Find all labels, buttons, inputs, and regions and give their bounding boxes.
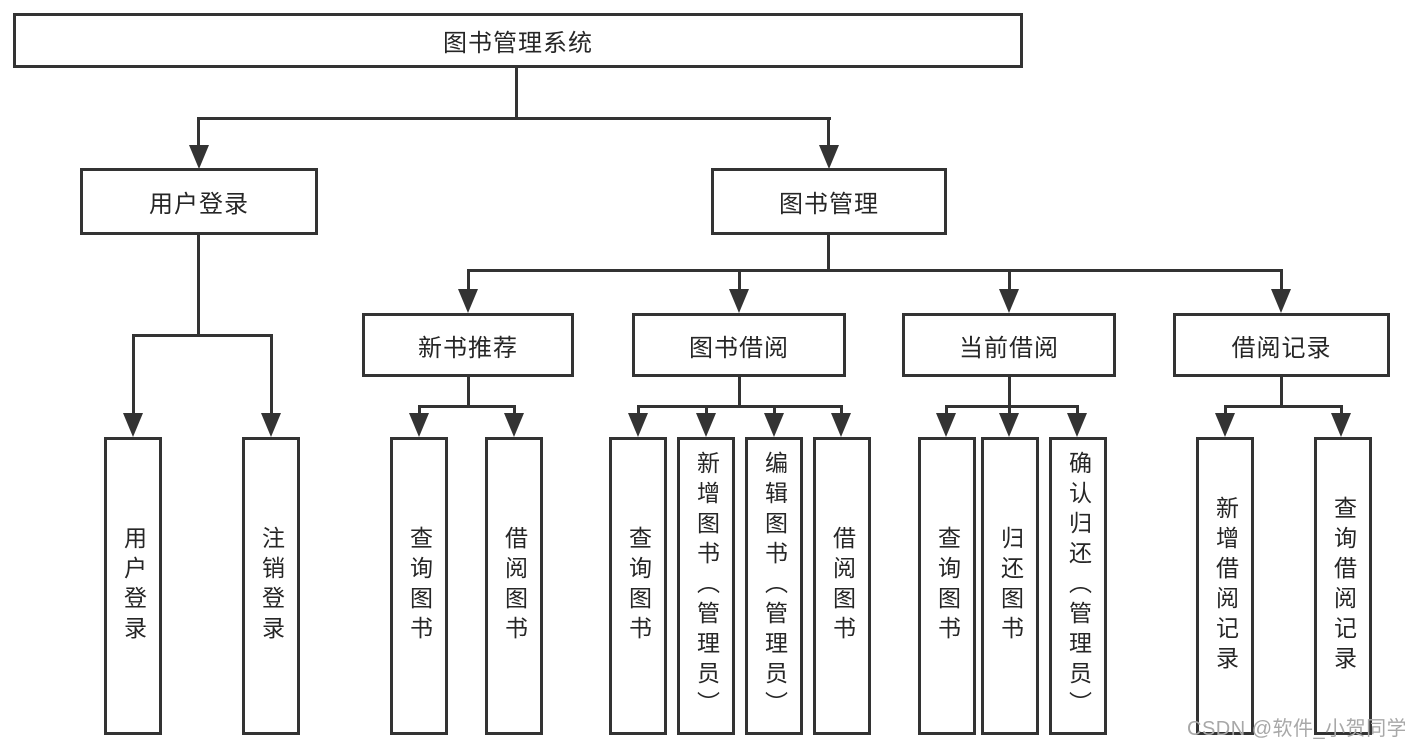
leaf-query-book: 查询图书 (390, 437, 448, 735)
connector-leaf-stem (773, 405, 776, 416)
connector-leaf-stem (418, 405, 421, 416)
leaf-edit-book-admin: 编辑图书（管理员） (745, 437, 803, 735)
connector-group-stub (738, 377, 741, 408)
arrow-down-icon (189, 145, 209, 169)
connector-leaf-stem (270, 334, 273, 415)
node-user-login: 用户登录 (80, 168, 318, 235)
arrow-down-icon (1271, 289, 1291, 313)
leaf-borrow-book: 借阅图书 (485, 437, 543, 735)
connector-user-login-stem (197, 117, 200, 148)
connector-leaf-stem (1340, 405, 1343, 416)
arrow-down-icon (819, 145, 839, 169)
node-book-management: 图书管理 (711, 168, 947, 235)
arrow-down-icon (729, 289, 749, 313)
connector-leaf-stem (945, 405, 948, 416)
leaf-query-book: 查询图书 (918, 437, 976, 735)
arrow-down-icon (261, 413, 281, 437)
connector-stem (467, 269, 470, 291)
arrow-down-icon (1067, 413, 1087, 437)
connector-stem (1008, 269, 1011, 291)
connector-book-mgmt-down (827, 235, 830, 272)
arrow-down-icon (1331, 413, 1351, 437)
csdn-watermark: CSDN @软件_小贺同学 (1187, 718, 1405, 740)
connector-leaf-stem (1224, 405, 1227, 416)
connector-user-login-down (197, 235, 200, 336)
arrow-down-icon (458, 289, 478, 313)
leaf-query-borrow-record: 查询借阅记录 (1314, 437, 1372, 735)
arrow-down-icon (1215, 413, 1235, 437)
connector-group-stub (1008, 377, 1011, 408)
node-borrow-records: 借阅记录 (1173, 313, 1390, 377)
leaf-borrow-book: 借阅图书 (813, 437, 871, 735)
arrow-down-icon (504, 413, 524, 437)
leaf-user-login: 用户登录 (104, 437, 162, 735)
arrow-down-icon (936, 413, 956, 437)
connector-book-mgmt-stem (827, 117, 830, 148)
connector-leaf-stem (1008, 405, 1011, 416)
connector-group-horizontal (637, 405, 843, 408)
connector-level1-horizontal (197, 117, 831, 120)
arrow-down-icon (628, 413, 648, 437)
connector-group-horizontal (1224, 405, 1343, 408)
connector-group-stub (1280, 377, 1283, 408)
connector-root-stub (515, 68, 518, 119)
connector-user-login-horizontal (132, 334, 273, 337)
connector-level3-horizontal (467, 269, 1282, 272)
connector-stem (1280, 269, 1283, 291)
node-book-borrow: 图书借阅 (632, 313, 846, 377)
leaf-add-borrow-record: 新增借阅记录 (1196, 437, 1254, 735)
connector-leaf-stem (132, 334, 135, 415)
leaf-confirm-return-admin: 确认归还（管理员） (1049, 437, 1107, 735)
leaf-return-book: 归还图书 (981, 437, 1039, 735)
connector-leaf-stem (637, 405, 640, 416)
arrow-down-icon (999, 413, 1019, 437)
leaf-query-book: 查询图书 (609, 437, 667, 735)
connector-leaf-stem (1076, 405, 1079, 416)
node-new-book-recommend: 新书推荐 (362, 313, 574, 377)
leaf-add-book-admin: 新增图书（管理员） (677, 437, 735, 735)
arrow-down-icon (999, 289, 1019, 313)
arrow-down-icon (409, 413, 429, 437)
connector-leaf-stem (513, 405, 516, 416)
connector-group-stub (467, 377, 470, 408)
node-current-borrow: 当前借阅 (902, 313, 1116, 377)
connector-group-horizontal (418, 405, 515, 408)
connector-stem (738, 269, 741, 291)
arrow-down-icon (764, 413, 784, 437)
connector-leaf-stem (705, 405, 708, 416)
leaf-logout: 注销登录 (242, 437, 300, 735)
connector-group-horizontal (945, 405, 1077, 408)
arrow-down-icon (123, 413, 143, 437)
arrow-down-icon (831, 413, 851, 437)
node-library-management-system: 图书管理系统 (13, 13, 1023, 68)
arrow-down-icon (696, 413, 716, 437)
connector-leaf-stem (840, 405, 843, 416)
